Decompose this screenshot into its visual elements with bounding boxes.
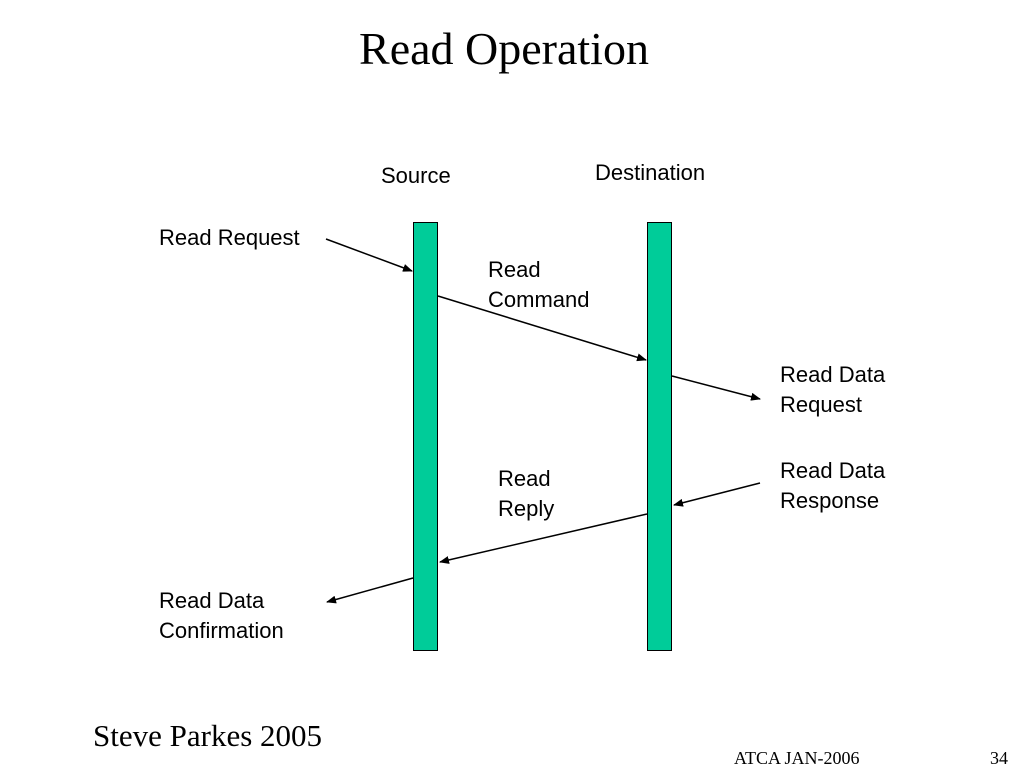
destination-column-label: Destination [595,160,706,185]
source-column-label: Source [381,163,451,188]
read-command-arrow [437,295,647,362]
read-data-confirmation-label: Read Data Confirmation [159,588,284,643]
read-reply-arrow [439,513,648,564]
read-command-label: Read Command [488,257,590,312]
read-request-label: Read Request [159,225,300,250]
page-number: 34 [990,748,1008,768]
read-data-request-label: Read Data Request [780,362,886,417]
read-data-response-label: Read Data Response [780,458,886,513]
read-request-arrow [325,238,413,272]
read-data-confirmation-arrow [326,577,414,604]
footer-event: ATCA JAN-2006 [734,748,860,768]
read-data-response-arrow [673,482,761,507]
read-data-request-arrow [671,375,761,401]
source-lifeline-bar [413,222,438,651]
destination-lifeline-bar [647,222,672,651]
author-credit: Steve Parkes 2005 [93,718,323,753]
slide-title: Read Operation [359,23,649,74]
read-reply-label: Read Reply [498,466,555,521]
